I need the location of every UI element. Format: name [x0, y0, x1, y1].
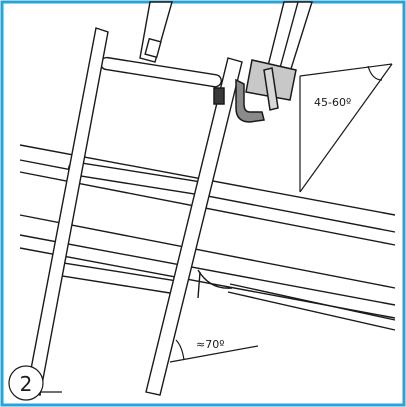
ground-angle-indicator [169, 339, 259, 363]
wall-angle-indicator [299, 63, 393, 193]
wall-angle-label: 45-60º [314, 96, 351, 109]
roof-and-gutter [19, 144, 396, 331]
ladder-hook-bracket [213, 59, 297, 123]
step-number: 2 [20, 372, 33, 396]
upper-pole [139, 1, 313, 73]
ladder [26, 27, 243, 396]
ladder-angle-label: ≈70º [196, 338, 224, 351]
step-number-badge: 2 [8, 365, 62, 401]
